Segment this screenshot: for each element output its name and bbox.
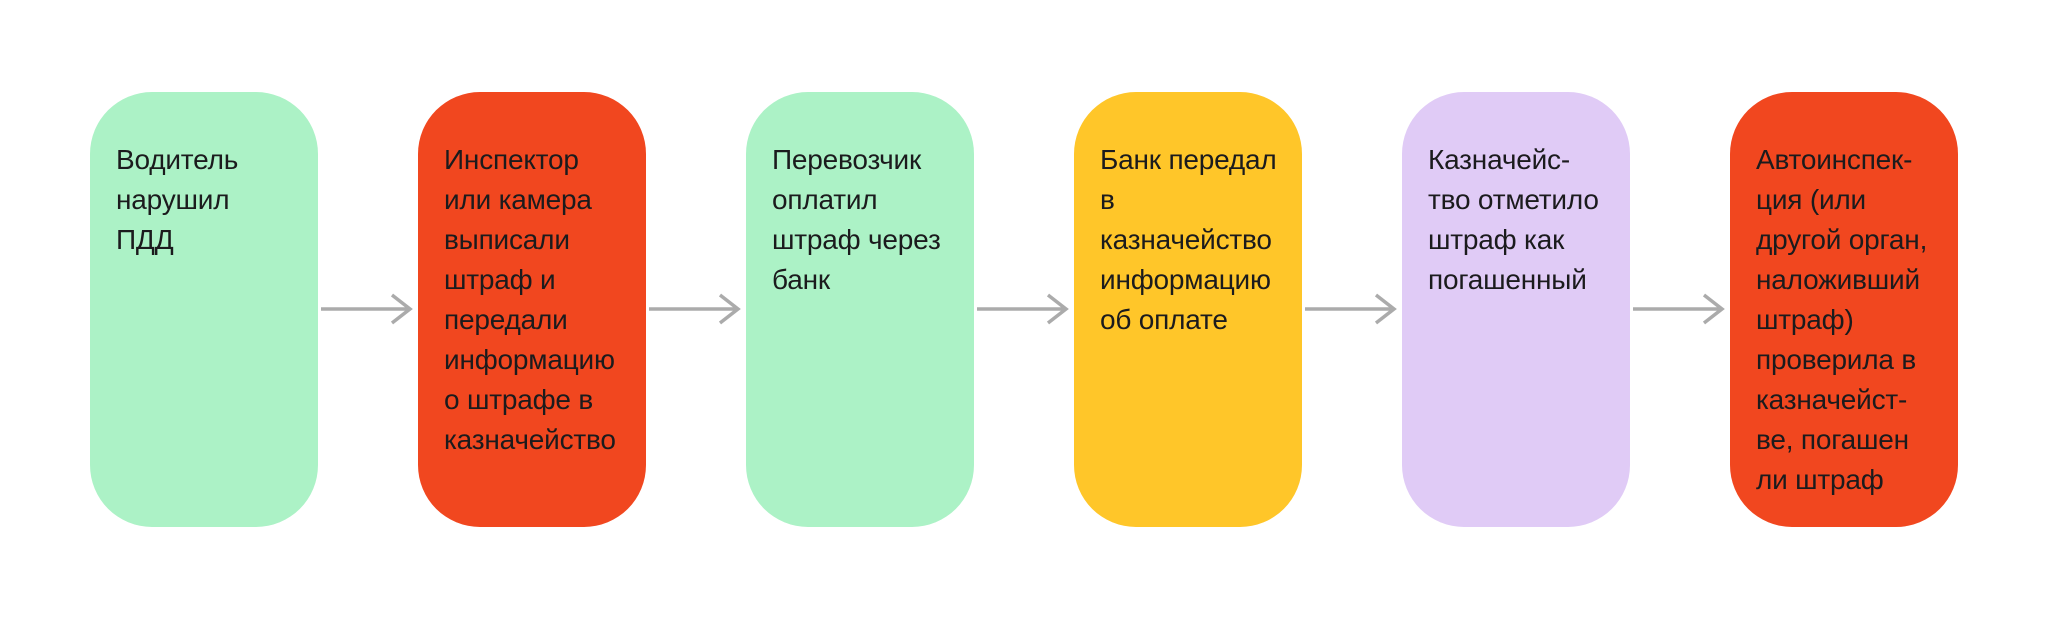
step-treasury-marked-paid: Казначейс- тво отметило штраф как погаше…	[1402, 91, 1630, 527]
arrow-icon	[648, 291, 744, 327]
step-inspection-verified-payment: Автоинспек- ция (или другой орган, налож…	[1730, 91, 1958, 527]
step-driver-violated-rules: Водитель нарушил ПДД	[90, 91, 318, 527]
step-bank-notified-treasury: Банк передал в казначейство информацию о…	[1074, 91, 1302, 527]
arrow-icon	[1304, 291, 1400, 327]
step-inspector-issued-fine: Инспектор или камера выписали штраф и пе…	[418, 91, 646, 527]
arrow-icon	[320, 291, 416, 327]
step-carrier-paid-fine: Перевозчик оплатил штраф через банк	[746, 91, 974, 527]
arrow-icon	[1632, 291, 1728, 327]
arrow-icon	[976, 291, 1072, 327]
